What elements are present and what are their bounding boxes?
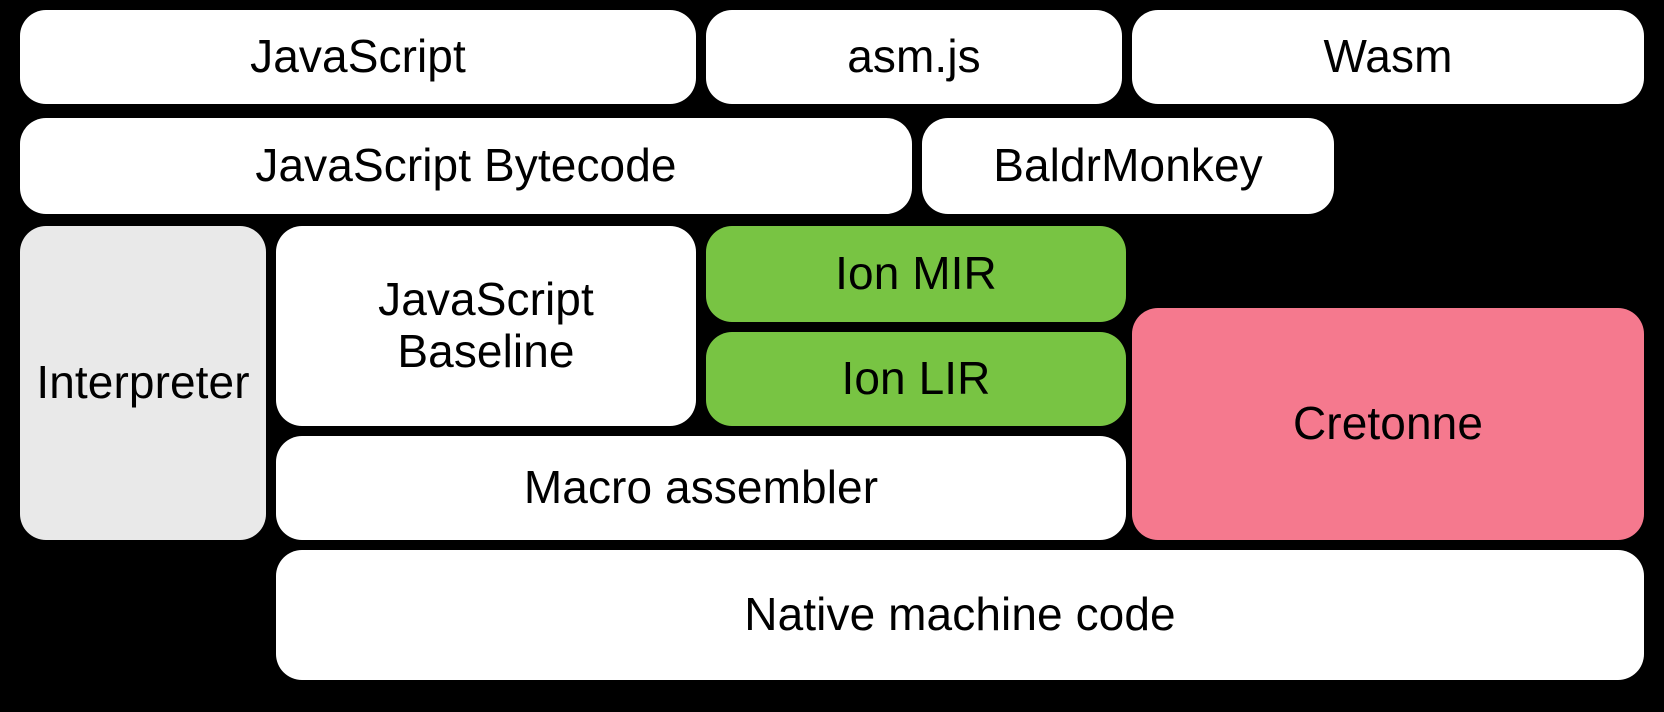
node-native-machine-code: Native machine code xyxy=(276,550,1644,680)
node-ion-lir: Ion LIR xyxy=(706,332,1126,426)
node-macro-assembler: Macro assembler xyxy=(276,436,1126,540)
node-asmjs: asm.js xyxy=(706,10,1122,104)
node-ion-mir: Ion MIR xyxy=(706,226,1126,322)
node-interpreter: Interpreter xyxy=(20,226,266,540)
node-javascript-bytecode: JavaScript Bytecode xyxy=(20,118,912,214)
node-baldrmonkey: BaldrMonkey xyxy=(922,118,1334,214)
node-javascript-baseline: JavaScript Baseline xyxy=(276,226,696,426)
node-cretonne: Cretonne xyxy=(1132,308,1644,540)
node-wasm: Wasm xyxy=(1132,10,1644,104)
node-javascript: JavaScript xyxy=(20,10,696,104)
